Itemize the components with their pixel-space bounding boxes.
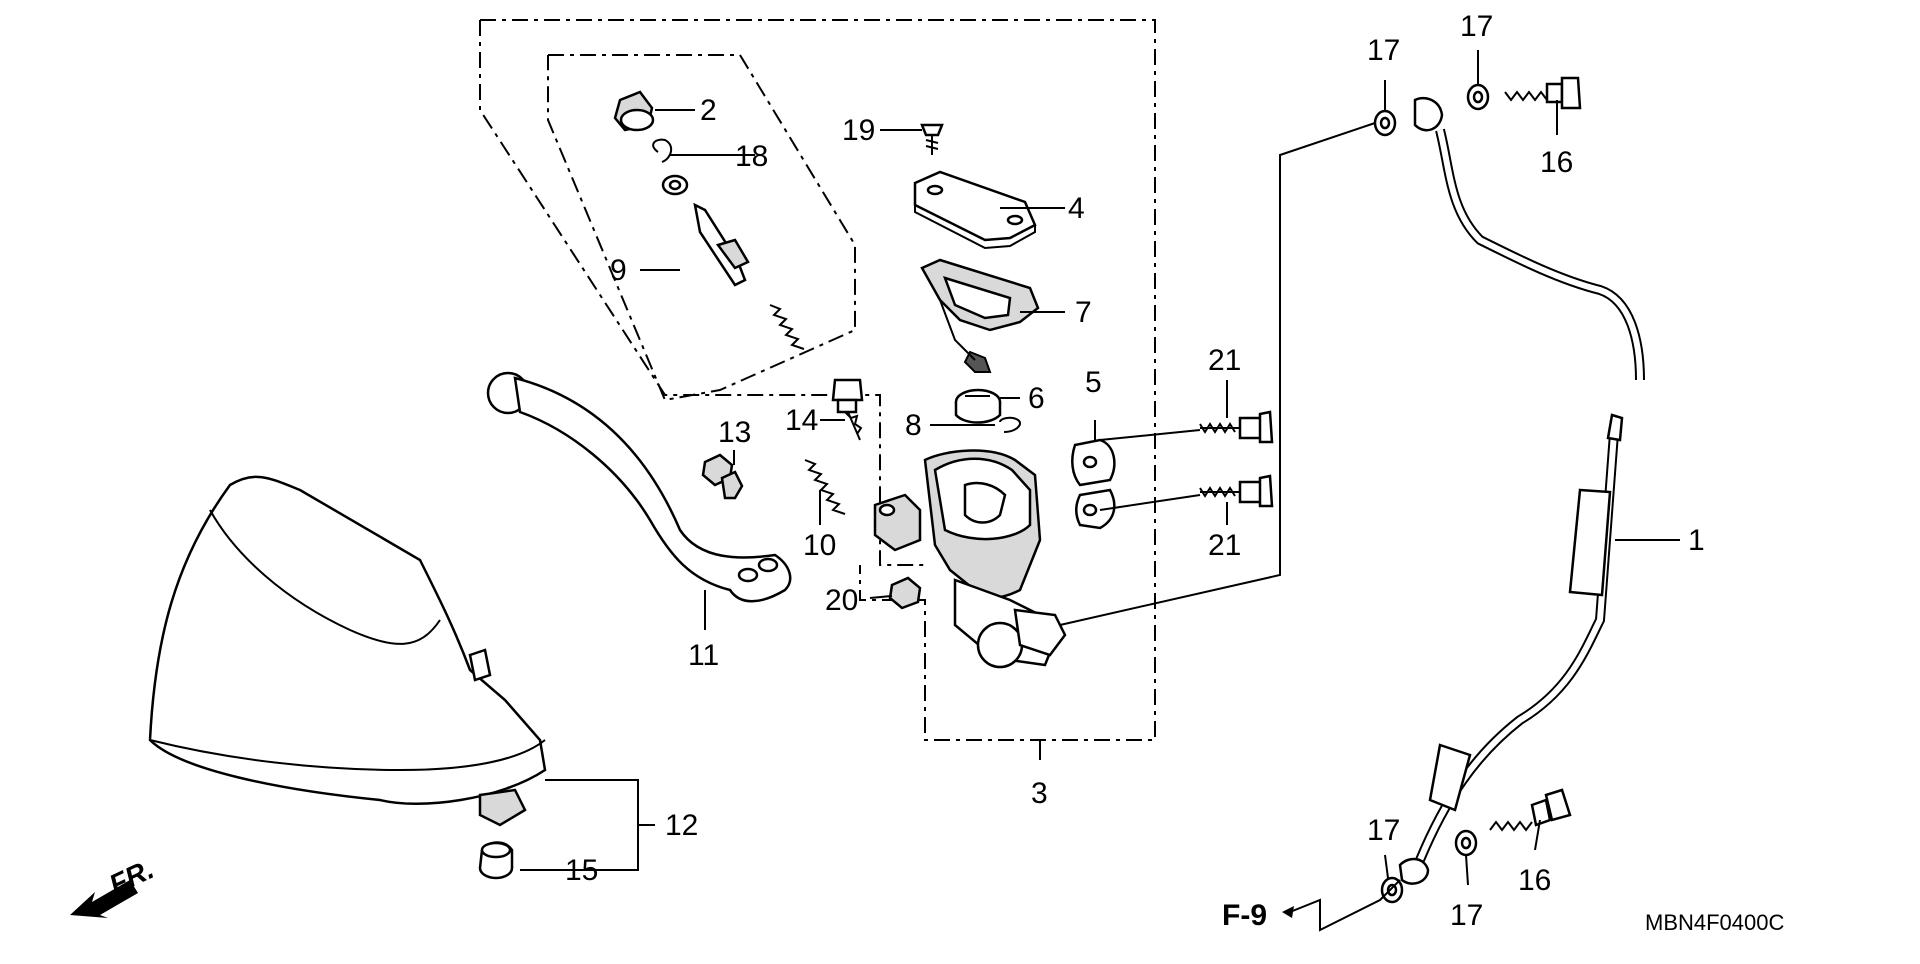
callout-12: 12 <box>665 809 698 842</box>
piston-kit-group-outline <box>547 54 856 402</box>
lever-cover-part <box>148 475 547 827</box>
clutch-hose-part <box>1398 96 1645 885</box>
master-cylinder-part <box>873 449 1067 669</box>
oil-bolt-upper-part <box>1504 76 1582 110</box>
lever-nut-part <box>701 453 744 500</box>
holder-bolt-upper-part <box>1199 410 1274 444</box>
callout-7: 7 <box>1075 296 1092 329</box>
lever-spring-part <box>804 459 846 515</box>
callout-17-lower-left: 17 <box>1367 814 1400 847</box>
callout-11: 11 <box>688 639 719 672</box>
master-cylinder-group-outline <box>480 19 1156 741</box>
callout-16-lower: 16 <box>1518 864 1551 897</box>
page-reference: F-9 <box>1222 899 1267 932</box>
callout-21-upper: 21 <box>1208 344 1241 377</box>
callout-16-upper: 16 <box>1540 146 1573 179</box>
circlip-part <box>999 416 1022 433</box>
callout-5: 5 <box>1085 366 1102 399</box>
boot-part <box>954 388 1002 424</box>
callout-10: 10 <box>803 529 836 562</box>
callout-14: 14 <box>785 404 818 437</box>
clutch-lever-part <box>486 371 792 603</box>
holder-bolt-lower-part <box>1199 474 1274 508</box>
callout-20: 20 <box>825 584 858 617</box>
callout-6: 6 <box>1028 382 1045 415</box>
grommet-part <box>478 841 514 880</box>
callout-8: 8 <box>905 409 922 442</box>
callout-17-lower-right: 17 <box>1450 899 1483 932</box>
callout-3: 3 <box>1031 777 1048 810</box>
callout-17-upper-left: 17 <box>1367 34 1400 67</box>
callout-17-upper-right: 17 <box>1460 10 1493 43</box>
reservoir-cap-part <box>913 170 1037 250</box>
sealing-washer-part <box>1373 83 1490 904</box>
holder-part <box>1071 438 1116 530</box>
pivot-bolt-part <box>831 378 864 441</box>
callout-19: 19 <box>842 114 875 147</box>
diagram-code: MBN4F0400C <box>1645 910 1785 935</box>
callout-18: 18 <box>735 140 768 173</box>
callout-9: 9 <box>610 254 627 287</box>
leader-lines <box>520 50 1680 932</box>
master-cylinder-group-outline-left <box>479 20 925 566</box>
callout-15: 15 <box>565 854 598 887</box>
body-nut-part <box>888 576 922 610</box>
callout-13: 13 <box>718 416 751 449</box>
diaphragm-part <box>920 258 1040 373</box>
front-direction-marker: FR. <box>70 853 158 918</box>
oil-bolt-lower-part <box>1489 788 1572 832</box>
callout-4: 4 <box>1068 192 1085 225</box>
callout-21-lower: 21 <box>1208 529 1241 562</box>
callout-1: 1 <box>1688 524 1705 557</box>
piston-kit-part <box>613 90 805 350</box>
cap-screw-part <box>920 123 944 155</box>
callout-2: 2 <box>700 94 717 127</box>
